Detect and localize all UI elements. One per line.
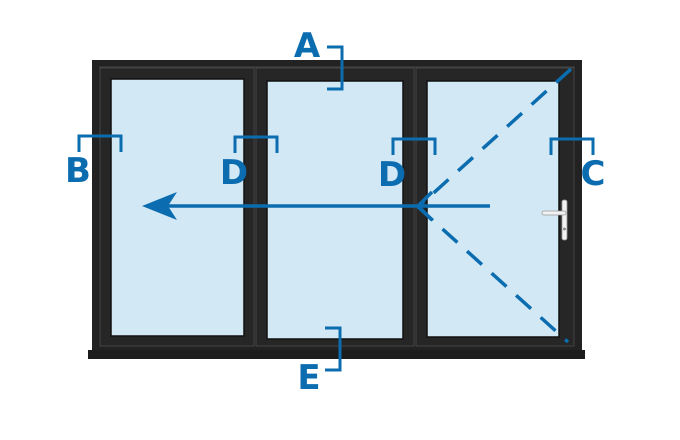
slide-direction-arrow xyxy=(142,190,490,222)
opening-line-top xyxy=(416,67,573,209)
bottom-sill xyxy=(88,350,585,359)
label-b: B xyxy=(65,151,91,191)
bracket-b xyxy=(77,134,123,152)
bracket-d-right xyxy=(391,137,437,155)
bracket-e xyxy=(325,326,342,372)
label-a: A xyxy=(294,26,321,66)
bracket-c xyxy=(549,137,595,155)
panel-3-glass xyxy=(426,80,560,338)
labels: A B D D C E xyxy=(65,26,605,398)
bracket-a xyxy=(327,45,344,91)
label-brackets xyxy=(77,45,595,372)
door-handle-icon xyxy=(541,199,568,241)
panel-2-glass xyxy=(266,80,404,340)
opening-indicator xyxy=(416,67,573,344)
label-e: E xyxy=(297,358,320,398)
label-c: C xyxy=(581,154,606,194)
bracket-d-left xyxy=(233,135,279,153)
label-d-left: D xyxy=(220,153,248,193)
opening-line-bottom xyxy=(416,205,570,344)
label-d-right: D xyxy=(378,155,406,195)
